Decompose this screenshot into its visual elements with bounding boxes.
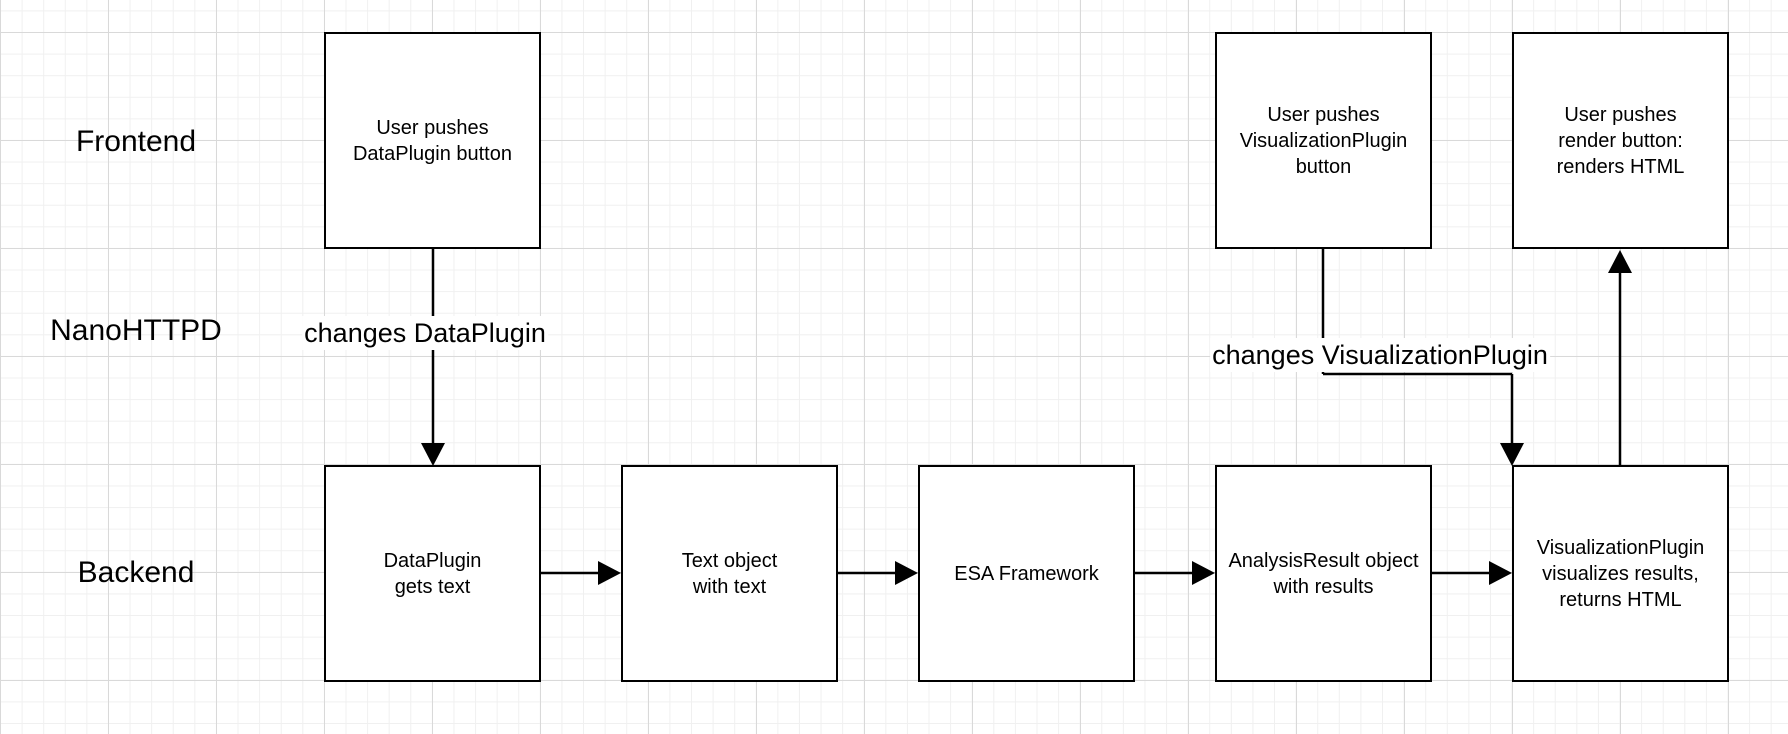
edge-vizbutton-arrowhead bbox=[1500, 443, 1524, 466]
node-frontend-dataplugin-button: User pushes DataPlugin button bbox=[324, 32, 541, 249]
edge-dataplugin-arrowhead bbox=[421, 443, 445, 466]
lane-label-frontend: Frontend bbox=[75, 125, 197, 158]
edge-render-arrowhead bbox=[1608, 250, 1632, 273]
node-backend-esa-framework: ESA Framework bbox=[918, 465, 1135, 682]
edge-pipeline-4-arrowhead bbox=[1489, 561, 1512, 585]
edge-label-changes-dataplugin: changes DataPlugin bbox=[302, 316, 548, 350]
edge-label-changes-visualizationplugin: changes VisualizationPlugin bbox=[1210, 338, 1550, 372]
node-backend-analysisresult: AnalysisResult object with results bbox=[1215, 465, 1432, 682]
lane-label-nanohttpd: NanoHTTPD bbox=[50, 314, 222, 347]
node-backend-visualizationplugin: VisualizationPlugin visualizes results, … bbox=[1512, 465, 1729, 682]
edge-pipeline-1-arrowhead bbox=[598, 561, 621, 585]
node-frontend-render-button: User pushes render button: renders HTML bbox=[1512, 32, 1729, 249]
node-backend-dataplugin: DataPlugin gets text bbox=[324, 465, 541, 682]
lane-label-backend: Backend bbox=[77, 556, 195, 589]
node-frontend-visualizationplugin-button: User pushes VisualizationPlugin button bbox=[1215, 32, 1432, 249]
edge-pipeline-2-arrowhead bbox=[895, 561, 918, 585]
edge-pipeline-3-arrowhead bbox=[1192, 561, 1215, 585]
node-backend-text-object: Text object with text bbox=[621, 465, 838, 682]
